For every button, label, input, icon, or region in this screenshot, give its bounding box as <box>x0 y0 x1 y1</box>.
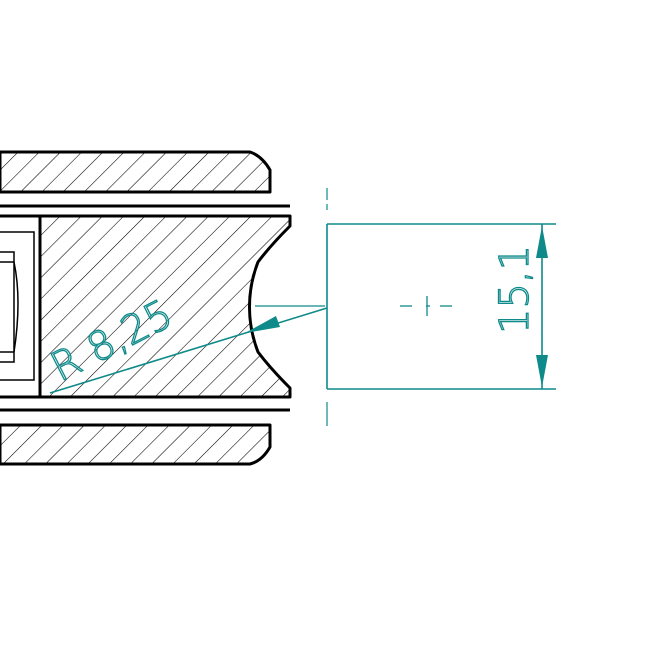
arrow-down-icon <box>536 355 548 387</box>
top-sleeve-section <box>0 150 272 194</box>
height-dimension-label: 15,1 <box>492 245 538 334</box>
radius-arrow-icon <box>245 316 280 333</box>
centerline <box>255 296 452 316</box>
piston-body-section <box>0 214 292 399</box>
gap-lines <box>0 204 290 412</box>
arrow-up-icon <box>536 226 548 258</box>
height-dimension: 15,1 <box>326 188 556 426</box>
bottom-sleeve-section <box>0 423 272 466</box>
